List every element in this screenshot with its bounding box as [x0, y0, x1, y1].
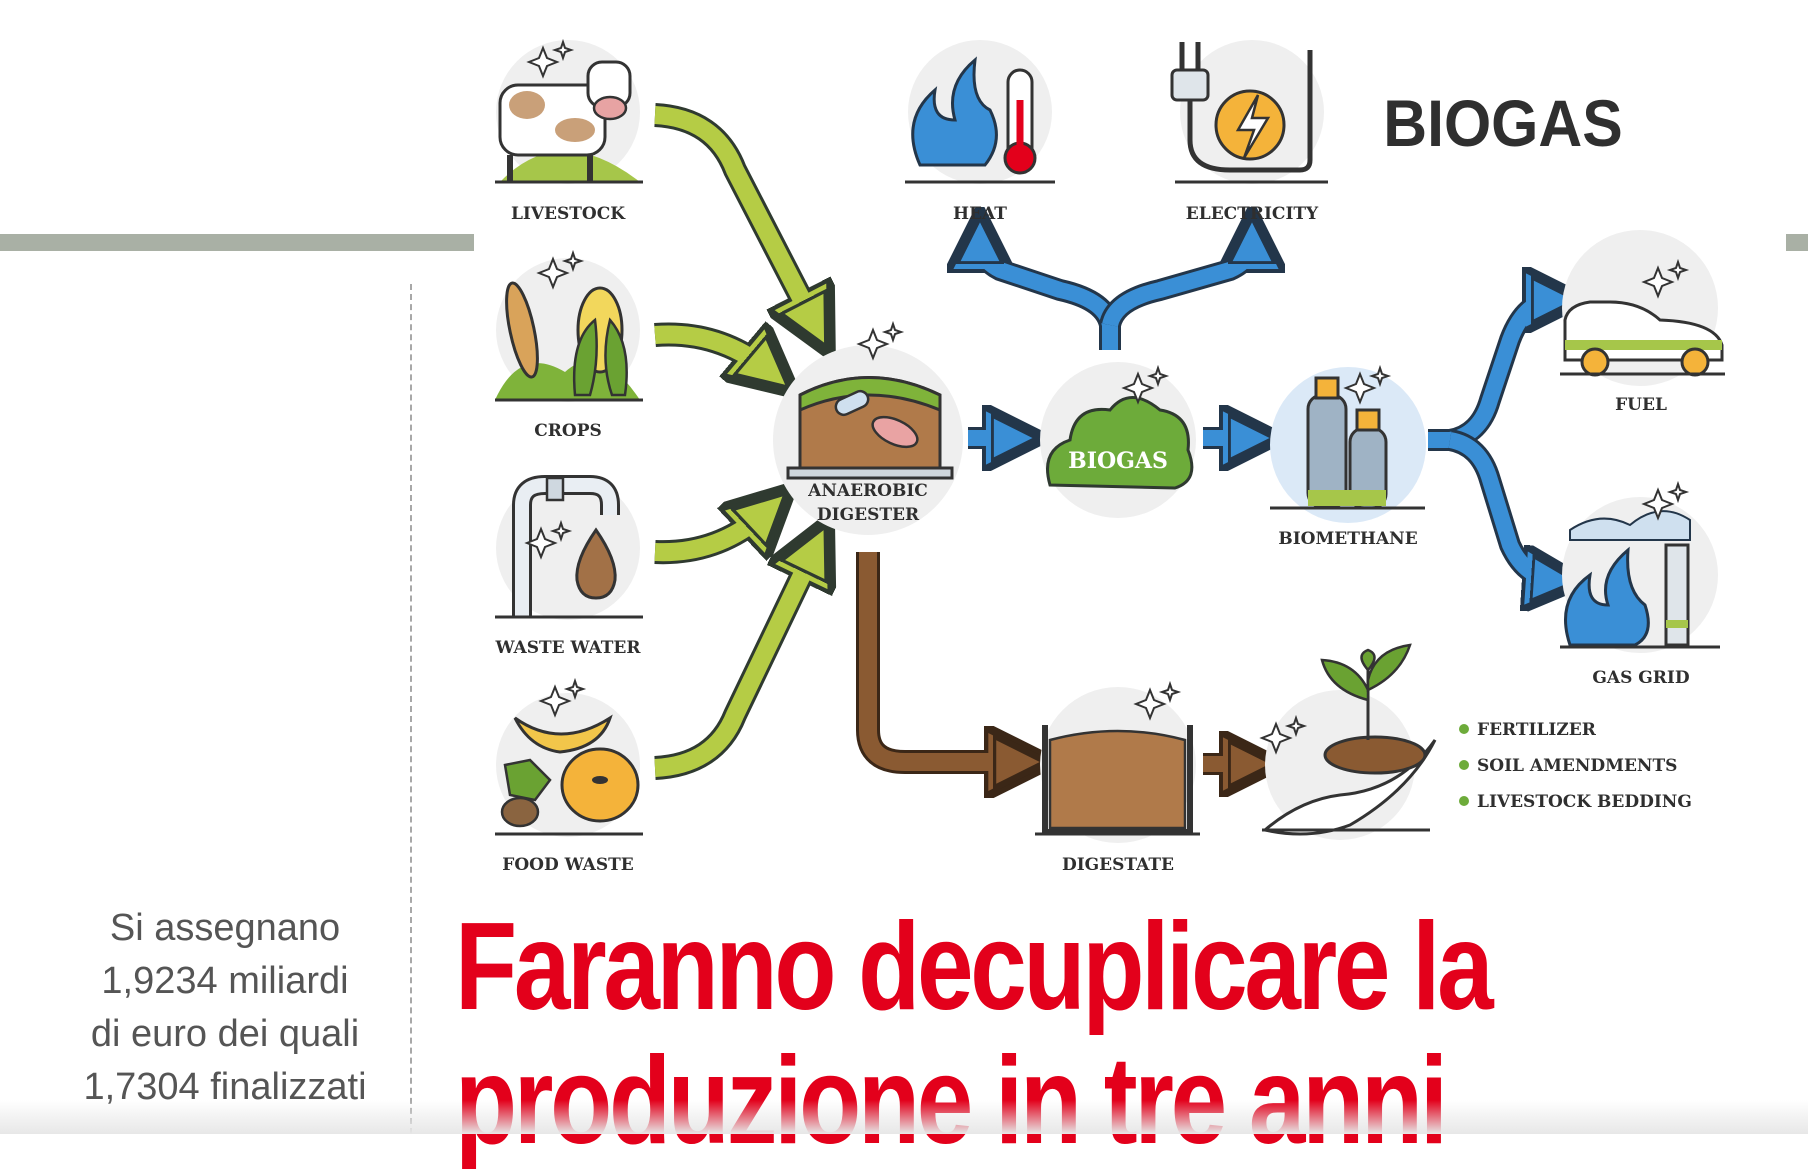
use-fertilizer: FERTILIZER — [1477, 720, 1597, 740]
heat-icon — [905, 40, 1055, 184]
sidebar-line: di euro dei quali — [60, 1008, 390, 1061]
gas-grid-label: GAS GRID — [1592, 668, 1690, 688]
food-waste-icon — [495, 693, 643, 837]
heat-label: HEAT — [953, 204, 1007, 224]
crops-icon — [495, 258, 643, 402]
arrow-digester-to-digestate — [868, 552, 1020, 762]
digestate-label: DIGESTATE — [1062, 855, 1174, 875]
biogas-cloud-label: BIOGAS — [1068, 448, 1168, 474]
hand-sprout-icon — [1262, 645, 1435, 840]
waste-water-label: WASTE WATER — [495, 638, 642, 658]
arrow-biomethane-to-uses — [1428, 300, 1555, 580]
fuel-label: FUEL — [1615, 395, 1667, 415]
electricity-icon — [1172, 40, 1328, 184]
sidebar-line: 1,9234 miliardi — [60, 955, 390, 1008]
crops-label: CROPS — [534, 421, 602, 441]
digester-label-line1: ANAEROBIC — [807, 481, 928, 501]
diagram-title: BIOGAS — [1383, 88, 1623, 161]
digestate-icon — [1035, 687, 1200, 843]
headline-line-1: Faranno decuplicare la — [455, 900, 1554, 1034]
biogas-cloud-icon — [1040, 362, 1196, 518]
gas-grid-icon — [1560, 497, 1720, 653]
sidebar-text: Si assegnano 1,9234 miliardi di euro dei… — [60, 902, 390, 1114]
waste-water-icon — [495, 476, 643, 620]
livestock-label: LIVESTOCK — [511, 204, 626, 224]
fuel-car-icon — [1560, 230, 1725, 386]
livestock-icon — [495, 40, 643, 184]
digestate-uses-list: FERTILIZER SOIL AMENDMENTS LIVESTOCK BED… — [1459, 720, 1692, 812]
electricity-label: ELECTRICITY — [1186, 204, 1319, 224]
use-soil-amendments: SOIL AMENDMENTS — [1477, 756, 1677, 776]
biogas-diagram: BIOGAS LIVESTOCK — [0, 0, 1808, 900]
digester-label-line2: DIGESTER — [817, 505, 920, 525]
biomethane-label: BIOMETHANE — [1278, 529, 1417, 549]
biomethane-icon — [1270, 367, 1426, 523]
use-livestock-bedding: LIVESTOCK BEDDING — [1477, 792, 1692, 812]
sidebar-line: Si assegnano — [60, 902, 390, 955]
arrow-biogas-to-heat-electricity — [980, 240, 1252, 350]
food-waste-label: FOOD WASTE — [502, 855, 633, 875]
page-bottom-shadow — [0, 1100, 1808, 1134]
